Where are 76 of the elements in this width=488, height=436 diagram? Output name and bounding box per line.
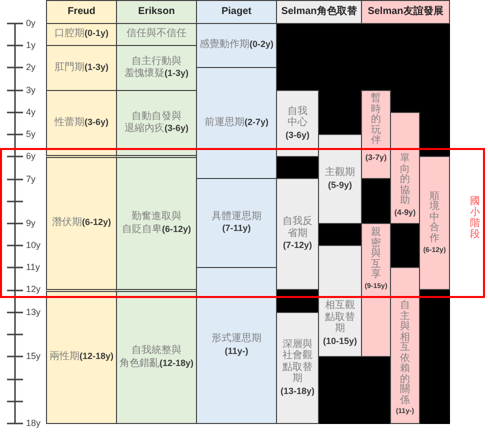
stage-label: 性蕾期(3-6y) <box>54 116 108 130</box>
stage-cell <box>361 223 391 357</box>
column-header <box>196 0 277 24</box>
stage-label: 相互觀點取替期 <box>325 300 355 334</box>
stage-label: 肛門期(1-3y) <box>54 62 108 74</box>
stage-cell <box>196 67 277 179</box>
stage-label: 具體運思期(7-11y) <box>212 210 262 235</box>
age-range: (7-12y) <box>282 240 312 252</box>
stage-label: 形式運思期(11y-) <box>212 333 262 358</box>
age-range: (13-18y) <box>280 386 315 398</box>
age-range: (3-7y) <box>365 154 387 162</box>
stage-cell <box>46 45 117 91</box>
stage-label: 親密與互享 <box>371 228 381 280</box>
stage-cell <box>276 312 319 424</box>
tick-label: 9y <box>26 219 36 228</box>
stage-label: 暫時的玩伴 <box>371 94 381 146</box>
header-text: Selman友誼發展 <box>368 6 444 18</box>
column-header <box>361 0 450 24</box>
age-range: (4-9y) <box>394 208 416 216</box>
tick-label: 3y <box>26 86 36 95</box>
stage-cell <box>46 291 117 424</box>
stage-label: 前運思期(2-7y) <box>204 116 268 130</box>
stage-label: 自主與相互依賴的關係 <box>400 301 410 406</box>
stage-cell <box>276 90 319 157</box>
stage-label: 單向的協助 <box>400 154 410 206</box>
tick-label: 12y <box>26 285 41 294</box>
stage-label: 主觀期 <box>325 167 355 179</box>
stage-label: 深層與社會觀點取替期 <box>282 338 312 385</box>
stage-label: 自我反省期 <box>282 216 312 240</box>
column-header <box>116 0 197 24</box>
tick-label: 7y <box>26 175 36 184</box>
tick-label: 13y <box>26 308 41 317</box>
tick-label: 5y <box>26 130 36 139</box>
tick-label: 10y <box>26 241 41 250</box>
stage-label: 潛伏期(6-12y) <box>52 217 111 230</box>
age-range: (3-6y) <box>285 130 310 142</box>
column-header <box>46 0 117 24</box>
stage-cell <box>116 23 197 46</box>
stage-label: 順境中合作 <box>430 192 440 244</box>
age-range: (5-9y) <box>328 180 352 191</box>
stage-cell <box>46 90 117 158</box>
stage-label: 自動自發與退縮內疚(3-6y) <box>124 110 188 136</box>
stage-label: 口腔期(0-1y) <box>54 28 108 41</box>
stage-cell <box>390 112 420 224</box>
stage-label: 自我統整與角色錯亂(12-18y) <box>119 345 194 370</box>
stage-cell <box>116 90 197 158</box>
stage-cell <box>361 90 391 179</box>
stage-cell <box>196 23 277 68</box>
stage-cell <box>318 134 362 224</box>
tick-label: 11y <box>26 263 40 272</box>
stage-cell <box>116 291 197 424</box>
header-text: Piaget <box>221 6 252 18</box>
stage-cell <box>318 245 362 357</box>
stage-label: 勤奮進取與自貶自卑(6-12y) <box>122 211 191 236</box>
header-text: Selman角色取替 <box>281 6 357 18</box>
header-text: Erikson <box>138 6 175 18</box>
stage-label: 自主行動與羞愧懷疑(1-3y) <box>124 56 188 80</box>
tick-label: 4y <box>26 108 36 117</box>
stage-label: 兩性期(12-18y) <box>49 351 114 364</box>
tick-label: 2y <box>26 63 36 72</box>
stage-label: 感覺動作期(0-2y) <box>199 39 274 52</box>
stage-label: 自我中心 <box>288 106 308 129</box>
stage-cell <box>116 45 197 91</box>
column-header <box>276 0 362 24</box>
stage-cell <box>46 23 117 46</box>
header-text: Freud <box>68 6 96 18</box>
tick-label: 6y <box>26 152 36 161</box>
stage-label: 信任與不信任 <box>126 28 186 41</box>
stage-cell <box>196 267 277 424</box>
highlight-frame <box>0 148 485 298</box>
age-range: (10-15y) <box>322 336 358 347</box>
tick-label: 0y <box>26 19 36 28</box>
tick-label: 18y <box>26 419 41 428</box>
stage-cell <box>390 267 420 424</box>
frame-label: 國小階段 <box>470 196 480 240</box>
tick-label: 1y <box>26 41 36 50</box>
